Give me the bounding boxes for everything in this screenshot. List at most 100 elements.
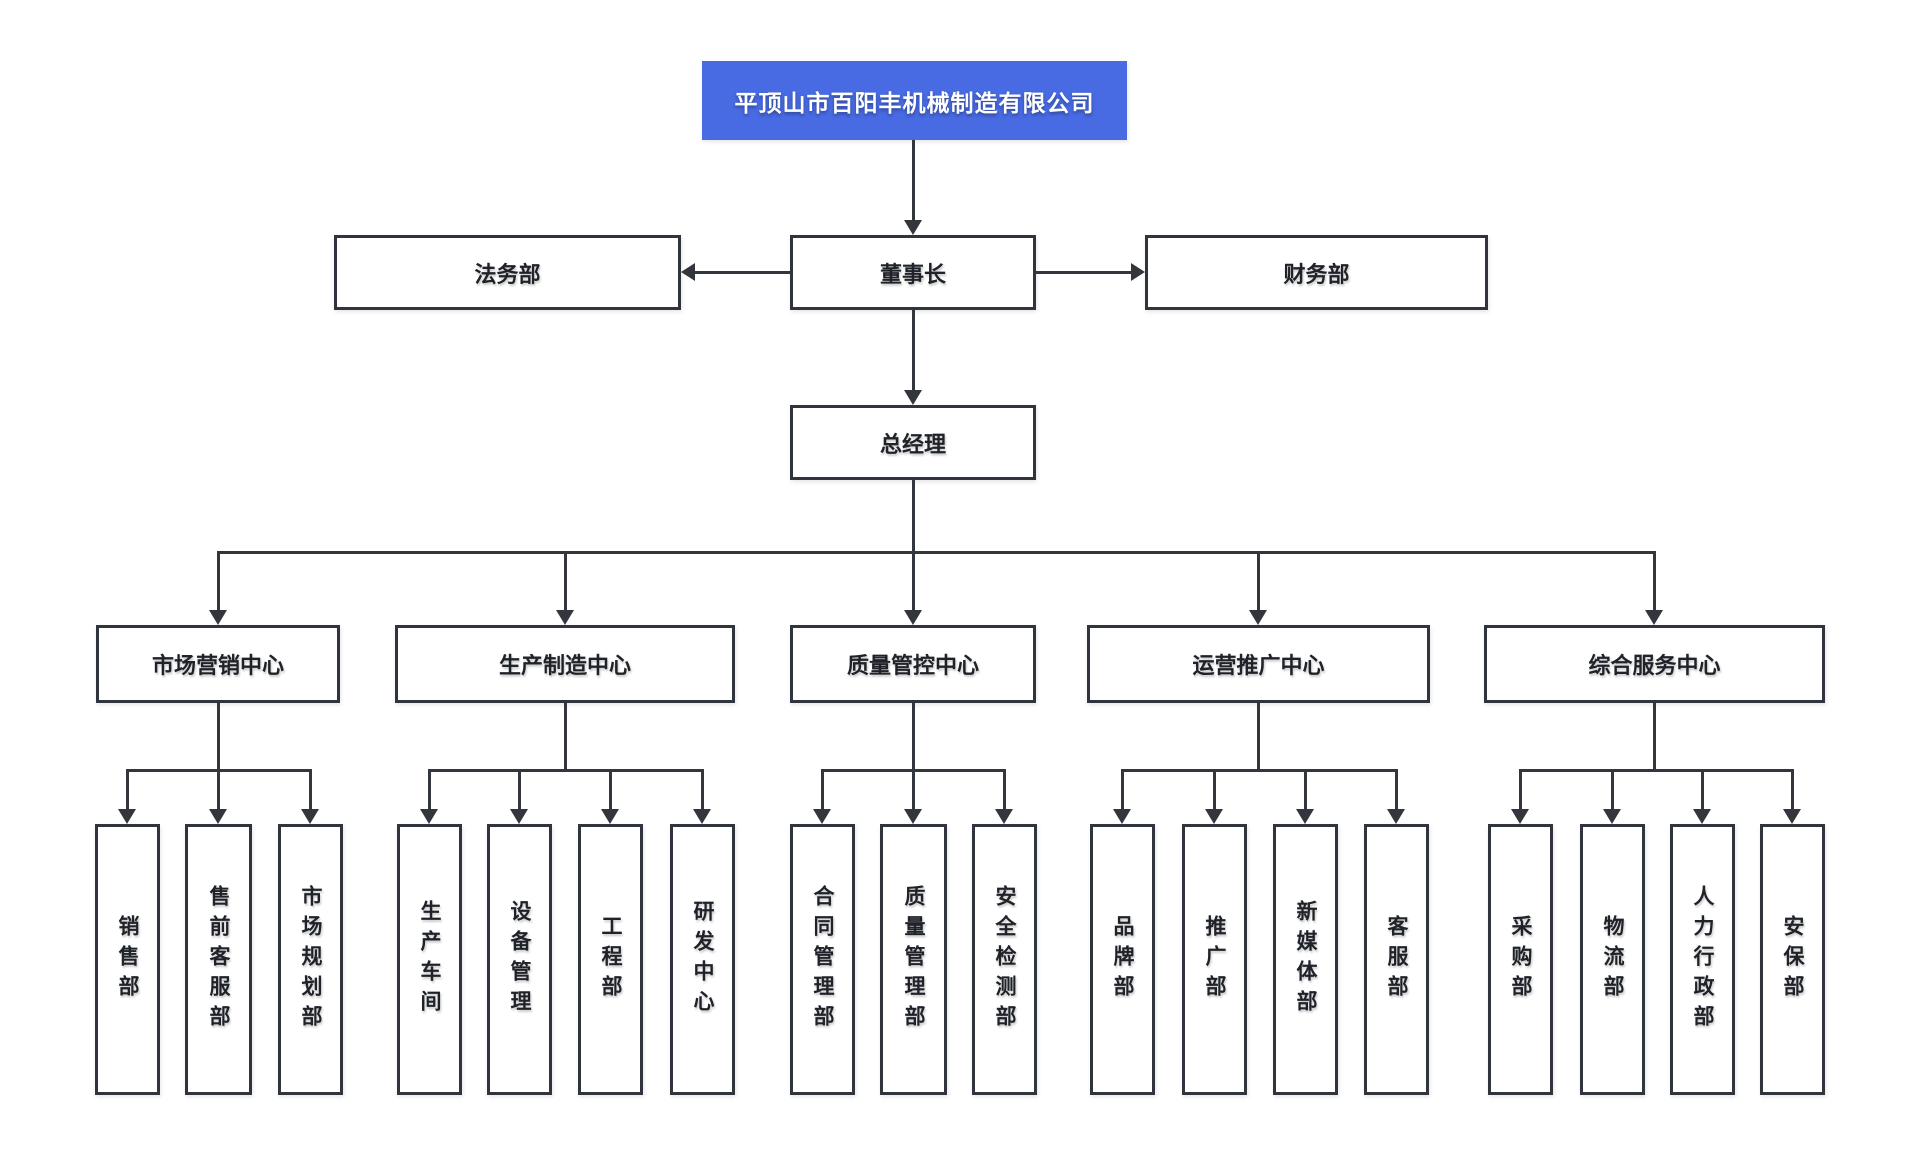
org-node-contract-management-dept[interactable]: 合同管理部 (790, 824, 855, 1095)
org-node-engineering-dept[interactable]: 工程部 (578, 824, 643, 1095)
org-node-customer-service-dept[interactable]: 客服部 (1364, 824, 1429, 1095)
arrow-down-icon (1205, 809, 1223, 824)
services-center-label: 综合服务中心 (1588, 653, 1721, 678)
connector-drop-quality (912, 551, 915, 613)
org-node-chairman[interactable]: 董事长 (790, 235, 1036, 310)
arrow-down-icon (1511, 809, 1529, 824)
brand-dept-label: 品牌部 (1111, 914, 1134, 1005)
org-node-market-planning-dept[interactable]: 市场规划部 (278, 824, 343, 1095)
org-node-production-workshop[interactable]: 生产车间 (397, 824, 462, 1095)
connector-gm-rail-line (912, 480, 915, 554)
connector-services-childrail (1520, 769, 1793, 772)
safety-inspection-dept-label: 安全检测部 (993, 884, 1016, 1035)
arrow-down-icon (601, 809, 619, 824)
connector-chairman-finance-line (1036, 271, 1132, 274)
arrow-down-icon (995, 809, 1013, 824)
org-node-company-root[interactable]: 平顶山市百阳丰机械制造有限公司 (702, 61, 1127, 140)
arrow-down-icon (1603, 809, 1621, 824)
org-node-production-center[interactable]: 生产制造中心 (395, 625, 735, 703)
connector-drop-leaf (1519, 769, 1522, 811)
connector-drop-leaf (1304, 769, 1307, 811)
arrow-down-icon (904, 220, 922, 235)
org-node-procurement-dept[interactable]: 采购部 (1488, 824, 1553, 1095)
connector-production-childrail (429, 769, 703, 772)
customer-service-dept-label: 客服部 (1385, 914, 1408, 1005)
connector-drop-services (1653, 551, 1656, 613)
org-node-finance-dept[interactable]: 财务部 (1145, 235, 1488, 310)
quality-management-dept-label: 质量管理部 (902, 884, 925, 1035)
connector-drop-leaf (1121, 769, 1124, 811)
contract-management-dept-label: 合同管理部 (811, 884, 834, 1035)
connector-chairman-gm-line (912, 310, 915, 392)
arrow-down-icon (693, 809, 711, 824)
connector-root-chairman-line (912, 140, 915, 222)
connector-main-rail (218, 551, 1654, 554)
org-node-safety-inspection-dept[interactable]: 安全检测部 (972, 824, 1037, 1095)
equipment-management-label: 设备管理 (508, 899, 531, 1020)
connector-drop-leaf (1395, 769, 1398, 811)
connector-drop-leaf (518, 769, 521, 811)
org-node-hr-admin-dept[interactable]: 人力行政部 (1670, 824, 1735, 1095)
arrow-down-icon (510, 809, 528, 824)
legal-dept-label: 法务部 (474, 261, 541, 287)
connector-drop-leaf (309, 769, 312, 811)
org-node-quality-center[interactable]: 质量管控中心 (790, 625, 1036, 703)
arrow-down-icon (301, 809, 319, 824)
org-node-presales-service-dept[interactable]: 售前客服部 (185, 824, 252, 1095)
org-node-new-media-dept[interactable]: 新媒体部 (1273, 824, 1338, 1095)
connector-drop-leaf (126, 769, 129, 811)
arrow-down-icon (1387, 809, 1405, 824)
arrow-down-icon (1693, 809, 1711, 824)
connector-drop-marketing (217, 551, 220, 613)
connector-drop-leaf (217, 769, 220, 811)
org-node-logistics-dept[interactable]: 物流部 (1580, 824, 1645, 1095)
arrow-down-icon (556, 610, 574, 625)
arrow-down-icon (904, 610, 922, 625)
org-node-quality-management-dept[interactable]: 质量管理部 (880, 824, 947, 1095)
arrow-down-icon (1296, 809, 1314, 824)
org-node-brand-dept[interactable]: 品牌部 (1090, 824, 1155, 1095)
org-node-legal-dept[interactable]: 法务部 (334, 235, 681, 310)
production-workshop-label: 生产车间 (418, 899, 441, 1020)
org-node-marketing-center[interactable]: 市场营销中心 (96, 625, 340, 703)
org-node-security-dept[interactable]: 安保部 (1760, 824, 1825, 1095)
org-node-general-manager[interactable]: 总经理 (790, 405, 1036, 480)
connector-drop-production (564, 551, 567, 613)
org-node-promotion-dept[interactable]: 推广部 (1182, 824, 1247, 1095)
chairman-label: 董事长 (879, 261, 946, 287)
arrow-down-icon (1249, 610, 1267, 625)
security-dept-label: 安保部 (1781, 914, 1804, 1005)
org-node-operations-center[interactable]: 运营推广中心 (1087, 625, 1430, 703)
engineering-dept-label: 工程部 (599, 914, 622, 1005)
connector-operations-childrail-line (1257, 703, 1260, 771)
arrow-down-icon (1645, 610, 1663, 625)
org-node-services-center[interactable]: 综合服务中心 (1484, 625, 1825, 703)
connector-drop-leaf (428, 769, 431, 811)
connector-quality-childrail-line (912, 703, 915, 771)
org-node-sales-dept[interactable]: 销售部 (95, 824, 160, 1095)
new-media-dept-label: 新媒体部 (1294, 899, 1317, 1020)
arrow-down-icon (420, 809, 438, 824)
production-center-label: 生产制造中心 (498, 653, 631, 678)
connector-production-childrail-line (564, 703, 567, 771)
arrow-down-icon (1783, 809, 1801, 824)
connector-drop-leaf (609, 769, 612, 811)
market-planning-dept-label: 市场规划部 (299, 884, 322, 1035)
org-node-rd-center[interactable]: 研发中心 (670, 824, 735, 1095)
sales-dept-label: 销售部 (116, 914, 139, 1005)
rd-center-label: 研发中心 (691, 899, 714, 1020)
finance-dept-label: 财务部 (1283, 261, 1350, 287)
connector-chairman-legal-line (694, 271, 790, 274)
connector-drop-leaf (821, 769, 824, 811)
arrow-down-icon (904, 809, 922, 824)
arrow-down-icon (904, 390, 922, 405)
connector-drop-operations (1257, 551, 1260, 613)
connector-drop-leaf (1611, 769, 1614, 811)
arrow-down-icon (118, 809, 136, 824)
connector-drop-leaf (1791, 769, 1794, 811)
arrow-down-icon (1113, 809, 1131, 824)
org-node-equipment-management[interactable]: 设备管理 (487, 824, 552, 1095)
connector-drop-leaf (1003, 769, 1006, 811)
operations-center-label: 运营推广中心 (1192, 653, 1325, 678)
connector-drop-leaf (1701, 769, 1704, 811)
